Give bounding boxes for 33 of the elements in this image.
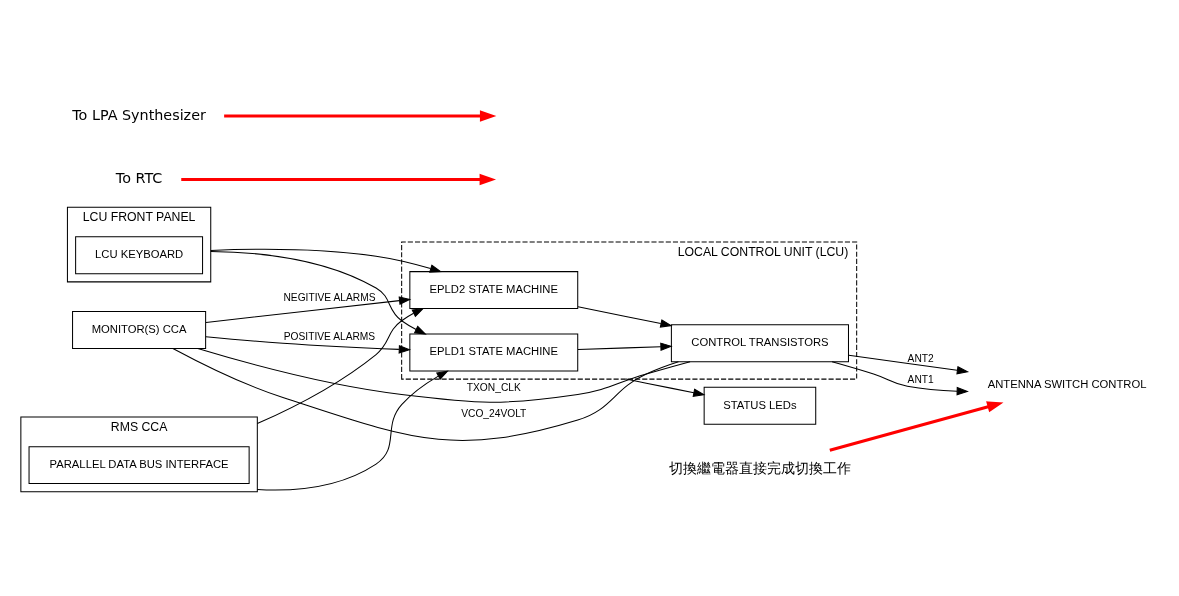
arrow — [256, 369, 449, 491]
arrow — [181, 173, 496, 185]
node-text: ANTENNA SWITCH CONTROL — [987, 377, 1147, 390]
arrow — [210, 248, 443, 273]
arrow — [831, 360, 969, 395]
arrow — [829, 400, 1004, 452]
node-box: LCU KEYBOARD — [75, 235, 204, 274]
arrow — [256, 307, 425, 424]
node-text: To RTC — [115, 169, 163, 186]
arrow — [205, 335, 412, 354]
edge-label: TXON_CLK — [466, 381, 521, 393]
edge-label: POSITIVE ALARMS — [283, 330, 376, 342]
node-box: EPLD2 STATE MACHINE — [409, 270, 579, 309]
arrow — [577, 305, 673, 328]
node-text: To LPA Synthesizer — [72, 106, 206, 123]
edge-label: NEGITIVE ALARMS — [283, 291, 376, 303]
edge-label: VCO_24VOLT — [461, 407, 527, 419]
node-text: 切換繼電器直接完成切換工作 — [668, 459, 851, 476]
edge-label: ANT2 — [907, 352, 934, 364]
node-box: PARALLEL DATA BUS INTERFACE — [28, 445, 250, 484]
node-box: CONTROL TRANSISTORS — [670, 323, 849, 362]
node-box: STATUS LEDs — [703, 386, 817, 425]
arrow — [224, 109, 497, 122]
arrow — [848, 354, 970, 374]
connector — [197, 347, 691, 403]
node-box: MONITOR(S) CCA — [72, 310, 207, 349]
edge-label: ANT1 — [907, 373, 934, 385]
arrow — [205, 295, 412, 323]
arrow — [210, 250, 427, 335]
arrow — [625, 378, 706, 397]
connector — [172, 347, 679, 441]
arrow — [577, 341, 673, 351]
node-box: EPLD1 STATE MACHINE — [409, 333, 579, 371]
